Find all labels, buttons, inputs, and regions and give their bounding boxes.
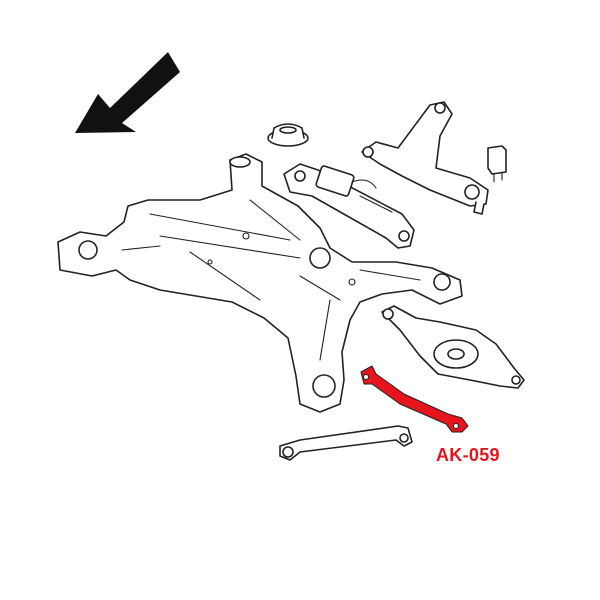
direction-arrow [75,52,180,133]
highlighted-arm-ak-059 [360,365,469,433]
upper-control-arm [361,101,489,215]
lateral-link [279,425,413,461]
part-number-label: AK-059 [436,445,500,465]
toe-link-assembly [283,163,415,249]
rear-subframe [57,153,463,413]
lower-control-arm [381,305,525,389]
sensor-bracket [487,145,507,183]
bump-stop [267,123,309,147]
